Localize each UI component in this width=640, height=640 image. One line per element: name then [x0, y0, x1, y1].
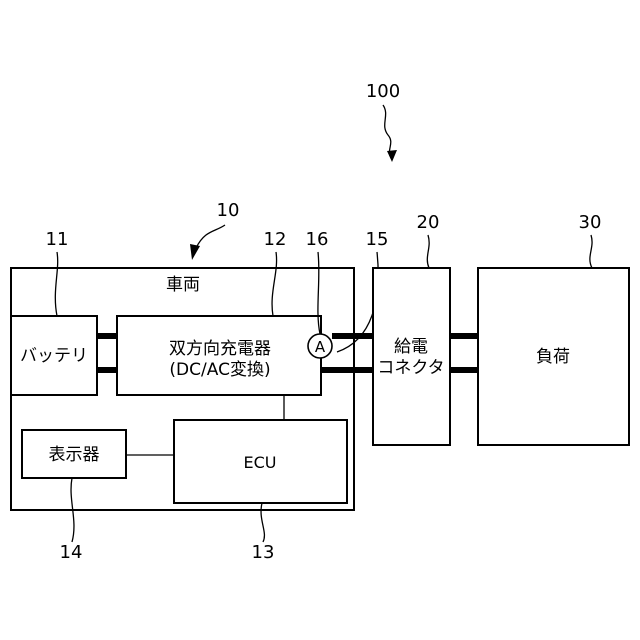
connector-leader [427, 235, 429, 268]
ref-vehicle: 10 [217, 200, 240, 221]
ref-charger: 12 [264, 229, 287, 250]
system-arrowhead [387, 150, 397, 162]
ecu-label: ECU [244, 453, 277, 472]
charger-label-1: 双方向充電器 [169, 339, 271, 359]
system-leader [383, 105, 391, 158]
ref-battery: 11 [46, 229, 69, 250]
ref-connector: 20 [417, 212, 440, 233]
vehicle-arrowhead [190, 244, 200, 260]
connector-label-2: コネクタ [377, 358, 444, 378]
load-leader [590, 235, 592, 268]
vehicle-label: 車両 [166, 275, 200, 295]
vehicle-leader [196, 225, 225, 248]
ref-wire: 15 [366, 229, 389, 250]
ref-ecu: 13 [252, 542, 275, 563]
display-label: 表示器 [49, 445, 100, 465]
ref-display: 14 [60, 542, 83, 563]
ref-load: 30 [579, 212, 602, 233]
connector-label-1: 給電 [394, 337, 428, 357]
battery-label: バッテリ [20, 346, 88, 366]
charger-label-2: (DC/AC変換) [169, 360, 270, 380]
load-label: 負荷 [536, 347, 570, 367]
ammeter-label: A [315, 338, 326, 356]
ref-system: 100 [366, 81, 400, 102]
ref-ammeter: 16 [306, 229, 329, 250]
